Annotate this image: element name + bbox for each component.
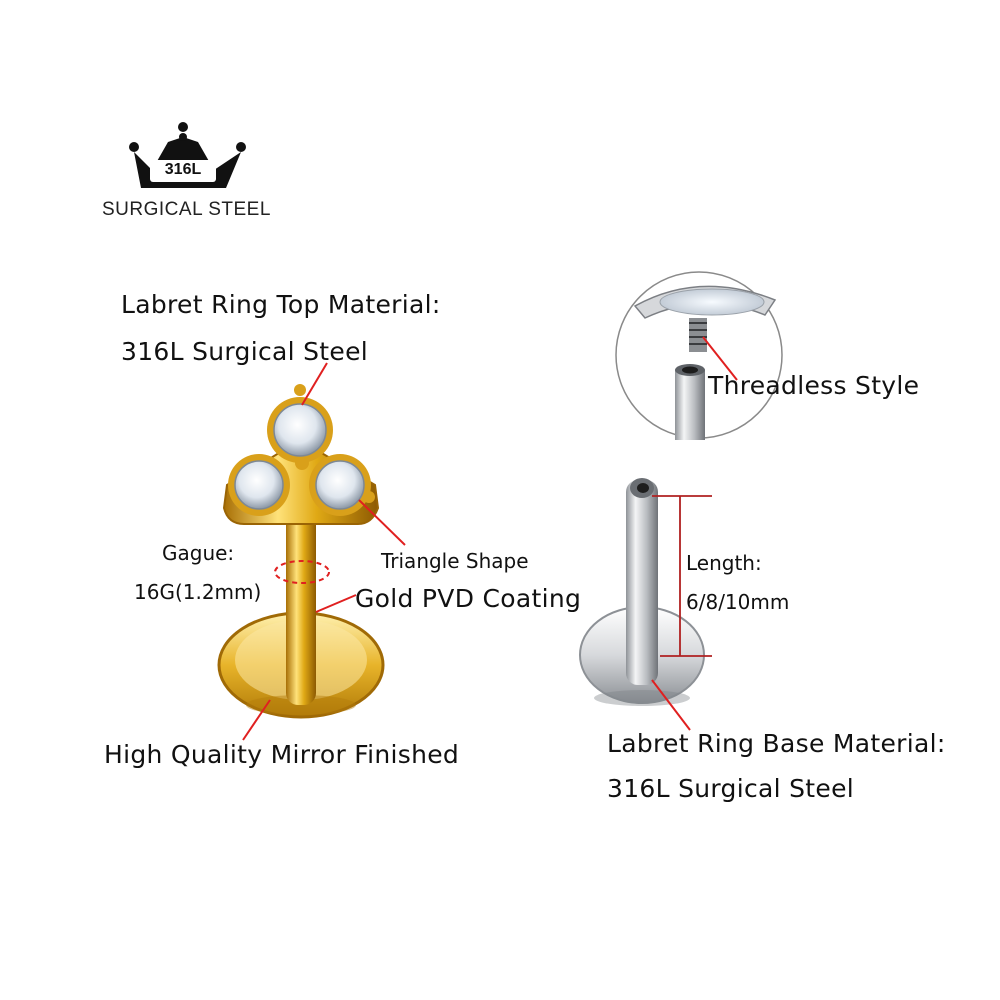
gauge-value: 16G(1.2mm)	[134, 580, 262, 604]
gold-coating-label: Gold PVD Coating	[355, 584, 582, 613]
length-value: 6/8/10mm	[686, 590, 790, 614]
pointer-top-material	[301, 362, 328, 406]
base-material-label: Labret Ring Base Material:	[607, 729, 946, 758]
top-material-value: 316L Surgical Steel	[121, 337, 368, 366]
gauge-title: Gague:	[162, 541, 235, 565]
pointer-mirror	[242, 699, 271, 741]
top-material-label: Labret Ring Top Material:	[121, 290, 441, 319]
length-measure	[652, 495, 712, 657]
threadless-label: Threadless Style	[708, 371, 920, 400]
crown-icon	[129, 122, 246, 188]
mirror-finish-label: High Quality Mirror Finished	[104, 740, 460, 769]
triangle-shape-label: Triangle Shape	[381, 549, 529, 573]
gauge-marker	[274, 560, 330, 584]
threadless-detail-inset	[615, 271, 783, 440]
crown-label: 316L	[164, 161, 202, 178]
badge-caption: SURGICAL STEEL	[102, 199, 271, 220]
pointer-threadless	[702, 336, 738, 381]
pointer-gold-coating	[315, 594, 357, 613]
length-title: Length:	[686, 551, 762, 575]
pointer-lines	[242, 336, 738, 741]
gold-labret-illustration	[217, 384, 385, 719]
pointer-triangle	[358, 499, 406, 546]
pointer-base-material	[651, 679, 691, 731]
steel-base-illustration	[579, 478, 705, 706]
base-material-value: 316L Surgical Steel	[607, 774, 854, 803]
